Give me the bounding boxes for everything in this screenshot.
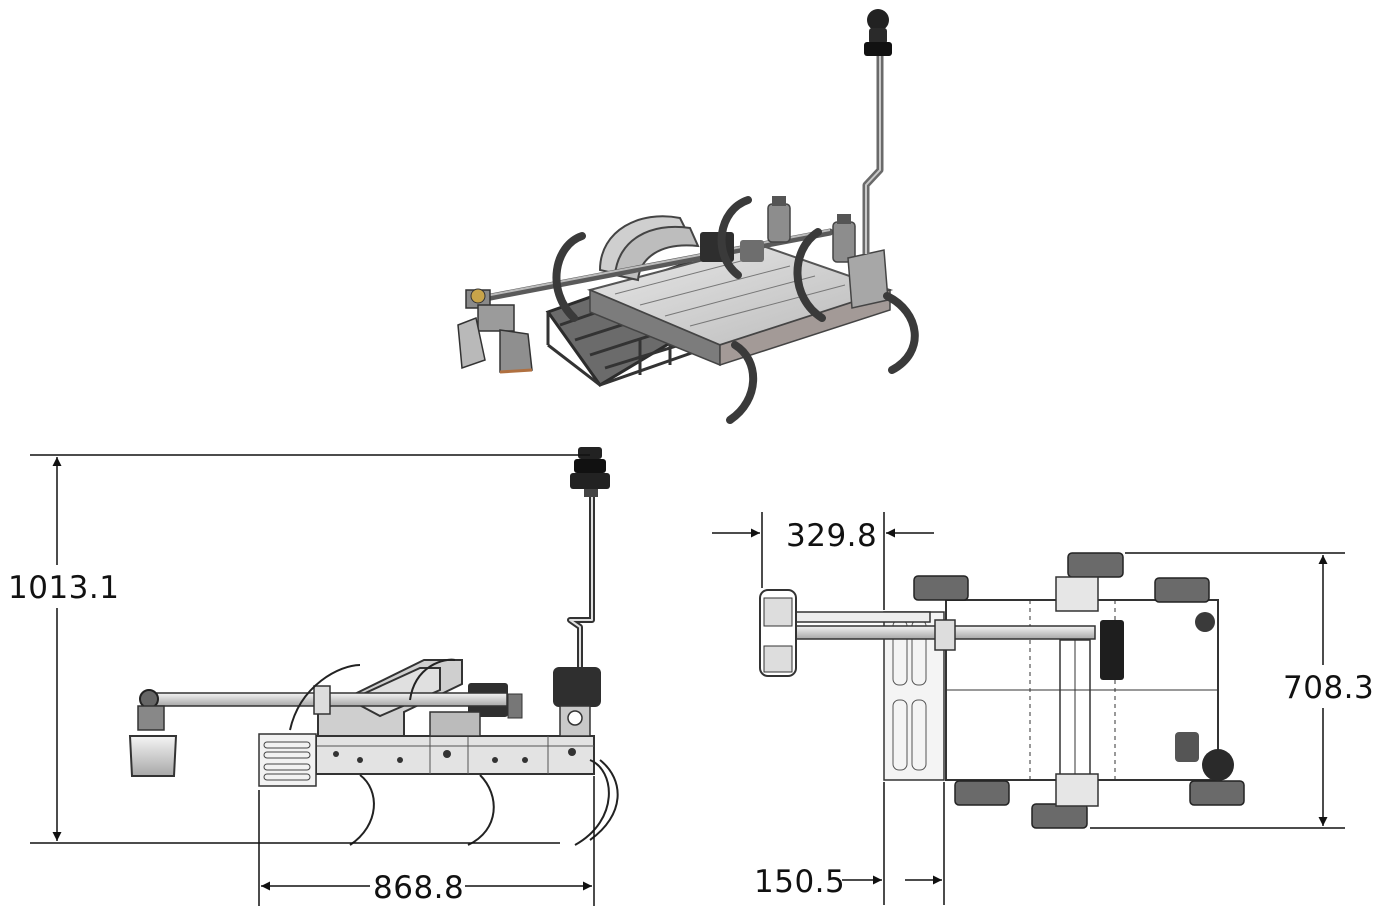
- wheel-icon: [1189, 780, 1245, 806]
- bottom-offset-dimension-label: 150.5: [754, 864, 845, 900]
- isometric-render: [457, 9, 919, 424]
- side-camera-icon: [570, 447, 610, 497]
- actuator-mid: [767, 196, 791, 243]
- mast: [862, 55, 884, 254]
- side-mast-support: [553, 667, 601, 737]
- height-dimension-label: 1013.1: [8, 570, 119, 606]
- top-motor: [1100, 620, 1124, 680]
- dimension-annotations: [30, 454, 1345, 906]
- plate-side-right: [719, 288, 891, 367]
- side-view: [128, 447, 619, 846]
- side-gripper: [128, 689, 178, 777]
- wheel-icon: [1067, 552, 1124, 578]
- wheels: [913, 552, 1245, 829]
- actuator-right: [832, 214, 856, 263]
- camera-icon: [864, 9, 892, 56]
- wheel-icon: [954, 780, 1010, 806]
- plate-slots: [614, 255, 846, 327]
- slotted-plate: [258, 733, 317, 787]
- width-dimension-label: 708.3: [1283, 670, 1374, 706]
- top-gripper: [759, 589, 797, 677]
- wheel-icon: [1031, 803, 1088, 829]
- motor-left: [700, 232, 764, 262]
- rail-bolts: [333, 748, 576, 763]
- top-offset-dimension-label: 329.8: [786, 518, 877, 554]
- c-legs: [552, 196, 919, 424]
- top-corner-gear: [1175, 612, 1234, 781]
- plate-slots: [263, 741, 311, 781]
- top-slotted-plate: [883, 611, 945, 781]
- wheel-icon: [1154, 577, 1210, 603]
- length-dimension-label: 868.8: [373, 870, 464, 906]
- base-rail: [315, 735, 595, 775]
- mast-bracket: [847, 249, 889, 309]
- rail-segments: [316, 736, 594, 774]
- side-c-legs: [289, 658, 619, 846]
- gripper-claw: [457, 288, 533, 374]
- wheel-icon: [913, 575, 969, 601]
- boom-rod: [471, 228, 834, 304]
- top-view: [759, 552, 1245, 829]
